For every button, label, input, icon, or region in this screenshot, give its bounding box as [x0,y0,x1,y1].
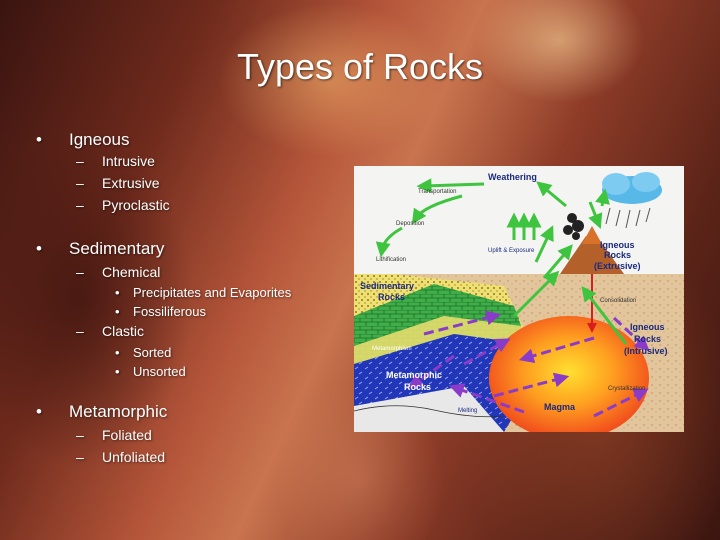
label-magma: Magma [544,402,576,412]
bullet-igneous: Igneous [69,130,130,149]
item-intrusive: Intrusive [102,153,155,169]
bullet-glyph: • [115,364,120,379]
dash-glyph: – [76,153,84,169]
label-metamorphic-rocks: Rocks [404,382,431,392]
surface-arrows [375,178,628,345]
label-igneous-extrusive: Igneous [600,240,635,250]
label-igneous-extrusive-rocks: Rocks [604,250,631,260]
label-igneous-intrusive: Igneous [630,322,665,332]
ash-cloud-icon [563,213,584,240]
bullet-sedimentary: Sedimentary [69,239,165,258]
label-lithification: Lithification [376,257,406,263]
bullet-metamorphic: Metamorphic [69,402,168,421]
label-igneous-intrusive-rocks: Rocks [634,334,661,344]
bullet-glyph: • [115,345,120,360]
slide-title: Types of Rocks [236,46,484,87]
item-foliated: Foliated [102,427,152,443]
dash-glyph: – [76,264,84,280]
item-extrusive: Extrusive [102,175,160,191]
item-clastic: Clastic [102,323,145,339]
label-consolidation: Consolidation [600,298,636,304]
label-melting: Melting [458,408,477,414]
dash-glyph: – [76,175,84,191]
label-sedimentary-rocks: Rocks [378,292,405,302]
label-crystallization: Crystallization [608,386,645,392]
dash-glyph: – [76,323,84,339]
bullet-glyph: • [36,239,42,258]
label-igneous-intrusive-type: (Intrusive) [624,346,668,356]
label-igneous-extrusive-type: (Extrusive) [594,261,641,271]
deep-arrows [407,310,650,418]
volcano [560,236,624,274]
item-chemical: Chemical [102,264,161,280]
bullet-glyph: • [115,304,120,319]
label-uplift: Uplift & Exposure [488,248,535,254]
dash-glyph: – [76,427,84,443]
item-sorted: Sorted [133,345,172,360]
dash-glyph: – [76,197,84,213]
item-precipitates: Precipitates and Evaporites [133,285,292,300]
item-pyroclastic: Pyroclastic [102,197,170,213]
bullet-glyph: • [115,285,120,300]
bullet-glyph: • [36,402,42,421]
item-unsorted: Unsorted [133,364,186,379]
dash-glyph: – [76,449,84,465]
label-metamorphism: Metamorphism [372,346,412,352]
label-transportation: Transportation [418,189,456,195]
item-unfoliated: Unfoliated [102,449,166,465]
bullet-glyph: • [36,130,42,149]
item-fossiliferous: Fossiliferous [133,304,206,319]
label-weathering: Weathering [488,172,537,182]
label-sedimentary: Sedimentary [360,281,414,291]
rain-icon [605,207,651,229]
rock-cycle-diagram: Weathering Transportation Deposition Lit… [354,166,684,432]
label-deposition: Deposition [396,221,424,227]
label-metamorphic: Metamorphic [386,370,442,380]
